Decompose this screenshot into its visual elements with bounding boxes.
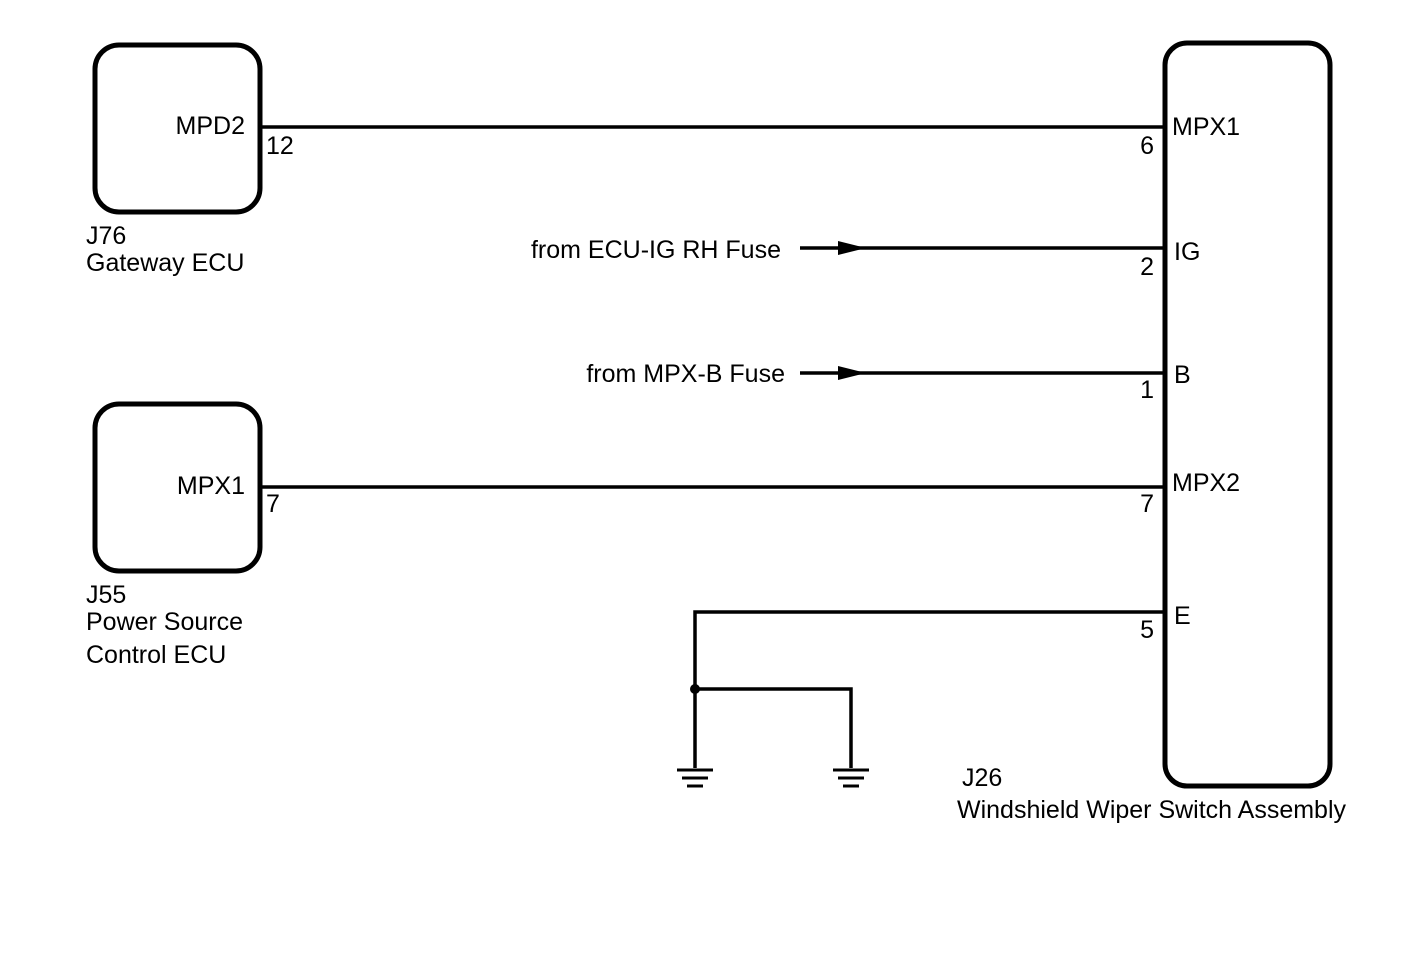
ig-fuse-source-label: from ECU-IG RH Fuse [531,236,781,264]
wire-ground-branch [695,687,853,768]
switch-pin-name-mpx2: MPX2 [1172,469,1240,497]
mpx-b-fuse-source-label: from MPX-B Fuse [586,360,785,388]
switch-pin-name-b: B [1174,361,1191,389]
splice-point [690,684,700,694]
ig-feed-arrow-icon [838,241,866,255]
switch-pin-name-ig: IG [1174,238,1200,266]
b-feed-arrow-icon [838,366,866,380]
power-source-ecu-name-line1: Power Source [86,608,243,636]
power-source-ecu-id: J55 [86,581,126,609]
wiper-switch-id: J26 [962,764,1002,792]
wiper-switch-name: Windshield Wiper Switch Assembly [957,796,1347,824]
switch-pin-number-2: 2 [1140,253,1154,281]
ground-icon [833,768,869,788]
power-source-ecu-pin-name: MPX1 [177,472,245,500]
switch-pin-number-7: 7 [1140,490,1154,518]
ground-icon [677,768,713,788]
gateway-ecu-name: Gateway ECU [86,249,244,277]
wiper-switch-box [1162,40,1333,789]
switch-pin-number-5: 5 [1140,616,1154,644]
switch-pin-name-e: E [1174,602,1191,630]
gateway-ecu-pin-name: MPD2 [176,112,245,140]
switch-pin-name-mpx1: MPX1 [1172,113,1240,141]
gateway-ecu-pin-number: 12 [266,132,294,160]
gateway-ecu-id: J76 [86,222,126,250]
power-source-ecu-name-line2: Control ECU [86,641,226,669]
switch-pin-number-6: 6 [1140,132,1154,160]
wire-e-to-ground [693,610,1165,768]
power-source-ecu-pin-number: 7 [266,490,280,518]
switch-pin-number-1: 1 [1140,376,1154,404]
